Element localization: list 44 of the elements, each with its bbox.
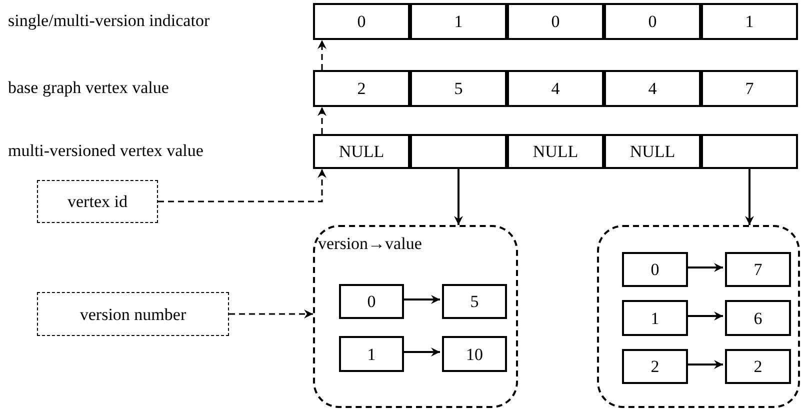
array-cell: 7	[701, 70, 798, 107]
array-cell: 4	[507, 70, 604, 107]
arrow	[229, 310, 313, 318]
array-cell: NULL	[507, 134, 604, 169]
map-container	[313, 225, 518, 408]
value-box: 0	[622, 252, 688, 287]
map-container	[597, 225, 800, 408]
note-box: version number	[37, 292, 229, 336]
array-cell: 0	[604, 3, 701, 40]
array-cell	[410, 134, 507, 169]
arrow	[686, 263, 723, 272]
value-box: 6	[725, 300, 791, 336]
arrow	[318, 107, 326, 134]
value-box: 10	[442, 336, 507, 372]
arrow	[402, 348, 440, 356]
value-box: 2	[622, 349, 688, 384]
value-box: 7	[725, 252, 791, 287]
array-cell: 0	[507, 3, 604, 40]
container-title: version→value	[318, 235, 422, 252]
value-box: 0	[339, 284, 404, 319]
array-cell: 5	[410, 70, 507, 107]
array-cell: 1	[701, 3, 798, 40]
array-cell: 0	[313, 3, 410, 40]
value-box: 5	[442, 284, 507, 319]
arrow	[686, 312, 723, 320]
note-box: vertex id	[37, 180, 158, 223]
row-label: multi-versioned vertex value	[8, 142, 204, 159]
array-cell	[701, 134, 798, 169]
row-label: base graph vertex value	[8, 79, 169, 96]
value-box: 1	[622, 300, 688, 336]
arrow	[318, 40, 326, 70]
arrow	[402, 295, 440, 304]
array-cell: 1	[410, 3, 507, 40]
arrow	[686, 360, 723, 369]
value-box: 2	[725, 349, 791, 384]
array-cell: 4	[604, 70, 701, 107]
array-cell: NULL	[313, 134, 410, 169]
value-box: 1	[339, 336, 404, 372]
arrow	[745, 169, 754, 225]
array-cell: 2	[313, 70, 410, 107]
arrow	[158, 169, 326, 202]
array-cell: NULL	[604, 134, 701, 169]
row-label: single/multi-version indicator	[8, 12, 210, 29]
arrow	[454, 169, 463, 225]
